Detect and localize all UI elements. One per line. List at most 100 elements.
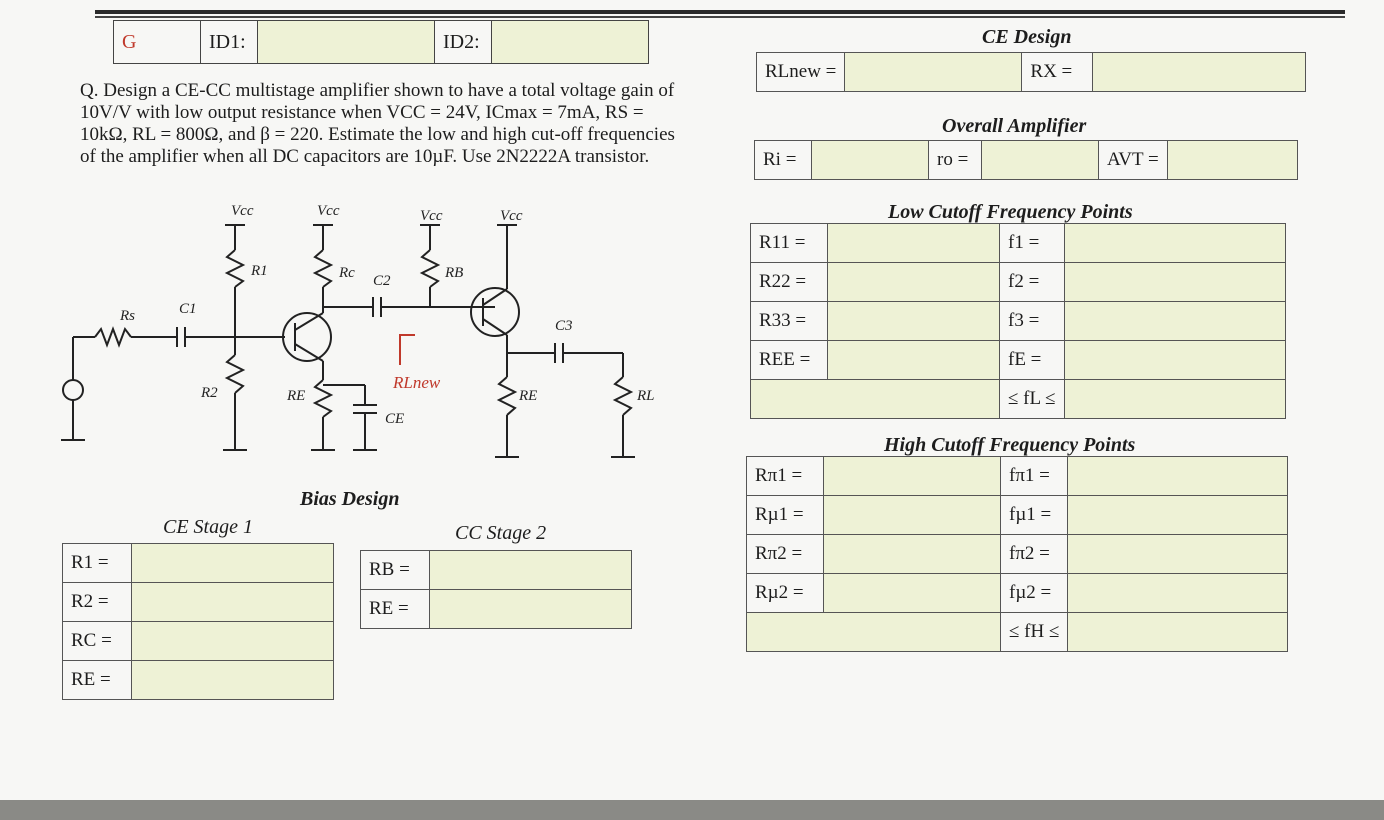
f1-field[interactable] [1063, 223, 1287, 263]
fpi1-field[interactable] [1067, 456, 1288, 496]
group-label: G [114, 21, 201, 63]
worksheet: G ID1: ID2: Q. Design a CE-CC multistage… [0, 0, 1384, 800]
re1-label: RE [286, 388, 305, 404]
fmu1-field[interactable] [1067, 495, 1288, 535]
low-cutoff-table: R11 =f1 = R22 =f2 = R33 =f3 = REE =fE = … [750, 223, 1287, 419]
rb-field[interactable] [429, 550, 632, 590]
f2-label: f2 = [999, 262, 1065, 302]
f3-label: f3 = [999, 301, 1065, 341]
ce-stage1-title: CE Stage 1 [163, 516, 253, 538]
rlnew-field[interactable] [844, 52, 1023, 92]
r22-label: R22 = [750, 262, 828, 302]
rl-label: RL [636, 388, 655, 404]
r33-label: R33 = [750, 301, 828, 341]
rb-label: RB [444, 265, 463, 281]
rpi2-field[interactable] [823, 534, 1001, 574]
fl-range-label: ≤ fL ≤ [999, 379, 1065, 419]
fmu2-field[interactable] [1067, 573, 1288, 613]
id1-label: ID1: [201, 21, 258, 63]
ri-field[interactable] [811, 140, 929, 180]
top-rule [95, 10, 1345, 14]
ri-row-label: Ri = [754, 140, 812, 180]
overall-amp-title: Overall Amplifier [942, 115, 1087, 137]
r22-field[interactable] [827, 262, 1000, 302]
ro-field[interactable] [981, 140, 1099, 180]
f3-field[interactable] [1063, 301, 1287, 341]
cc-stage2-title: CC Stage 2 [455, 522, 547, 544]
rpi1-field[interactable] [823, 456, 1001, 496]
fe-field[interactable] [1063, 340, 1287, 380]
fl-min-field[interactable] [750, 379, 1000, 419]
transistor-q1 [282, 312, 332, 362]
avt-row-label: AVT = [1098, 140, 1168, 180]
vcc-label-2: Vcc [317, 203, 340, 219]
fmu1-label: fµ1 = [999, 495, 1069, 535]
r11-label: R11 = [750, 223, 828, 263]
rs-label: Rs [119, 308, 135, 324]
ce-label: CE [385, 411, 404, 427]
stage1-table: R1 = R2 = RC = RE = [62, 543, 334, 700]
question-text: Q. Design a CE-CC multistage amplifier s… [80, 80, 675, 167]
low-cutoff-title: Low Cutoff Frequency Points [888, 201, 1133, 223]
c3-label: C3 [555, 318, 573, 334]
fe-label: fE = [999, 340, 1065, 380]
rb-row-label: RB = [360, 550, 430, 590]
fh-range-label: ≤ fH ≤ [999, 612, 1069, 652]
f1-label: f1 = [999, 223, 1065, 263]
fl-max-field[interactable] [1063, 379, 1287, 419]
re1-row-label: RE = [62, 660, 132, 700]
transistor-q2 [470, 287, 520, 337]
id-bar: G ID1: ID2: [113, 20, 649, 64]
rlnew-label: RLnew [392, 373, 441, 392]
r11-field[interactable] [827, 223, 1000, 263]
fh-max-field[interactable] [1067, 612, 1288, 652]
re2-field[interactable] [429, 589, 632, 629]
ce-design-title: CE Design [982, 26, 1072, 48]
r2-row-label: R2 = [62, 582, 132, 622]
ree-field[interactable] [827, 340, 1000, 380]
rpi1-label: Rπ1 = [746, 456, 824, 496]
ro-row-label: ro = [928, 140, 982, 180]
top-rule-thin [95, 16, 1345, 18]
vcc-label-1: Vcc [231, 203, 254, 219]
r1-label: R1 [250, 263, 268, 279]
r2-label: R2 [200, 385, 218, 401]
avt-field[interactable] [1166, 140, 1299, 180]
fpi1-label: fπ1 = [999, 456, 1069, 496]
id2-field[interactable] [492, 21, 648, 63]
vcc-label-3: Vcc [420, 208, 443, 224]
circuit-diagram: Vcc Vcc Vcc Vcc Rs C1 R1 R2 Rc C2 RB RE … [61, 203, 655, 458]
high-cutoff-title: High Cutoff Frequency Points [884, 434, 1136, 456]
fpi2-field[interactable] [1067, 534, 1288, 574]
rx-field[interactable] [1092, 52, 1306, 92]
overall-table: Ri = ro = AVT = [754, 140, 1299, 180]
c2-label: C2 [373, 273, 391, 289]
id2-label: ID2: [435, 21, 492, 63]
ce-design-table: RLnew = RX = [755, 52, 1306, 92]
f2-field[interactable] [1063, 262, 1287, 302]
source-symbol [62, 379, 84, 401]
r33-field[interactable] [827, 301, 1000, 341]
fh-min-field[interactable] [746, 612, 1001, 652]
vcc-label-4: Vcc [500, 208, 523, 224]
rmu1-field[interactable] [823, 495, 1001, 535]
r1-row-label: R1 = [62, 543, 132, 583]
r2-field[interactable] [131, 582, 334, 622]
rc-row-label: RC = [62, 621, 132, 661]
fmu2-label: fµ2 = [999, 573, 1069, 613]
r1-field[interactable] [131, 543, 334, 583]
re2-label: RE [518, 388, 537, 404]
rpi2-label: Rπ2 = [746, 534, 824, 574]
rc-label: Rc [338, 265, 355, 281]
id1-field[interactable] [258, 21, 435, 63]
rx-row-label: RX = [1021, 52, 1094, 92]
bias-design-title: Bias Design [300, 488, 400, 510]
high-cutoff-table: Rπ1 =fπ1 = Rµ1 =fµ1 = Rπ2 =fπ2 = Rµ2 =fµ… [746, 456, 1288, 652]
rmu2-label: Rµ2 = [746, 573, 824, 613]
rc-field[interactable] [131, 621, 334, 661]
ree-label: REE = [750, 340, 828, 380]
stage2-table: RB = RE = [360, 550, 632, 629]
rmu2-field[interactable] [823, 573, 1001, 613]
re1-field[interactable] [131, 660, 334, 700]
re2-row-label: RE = [360, 589, 430, 629]
